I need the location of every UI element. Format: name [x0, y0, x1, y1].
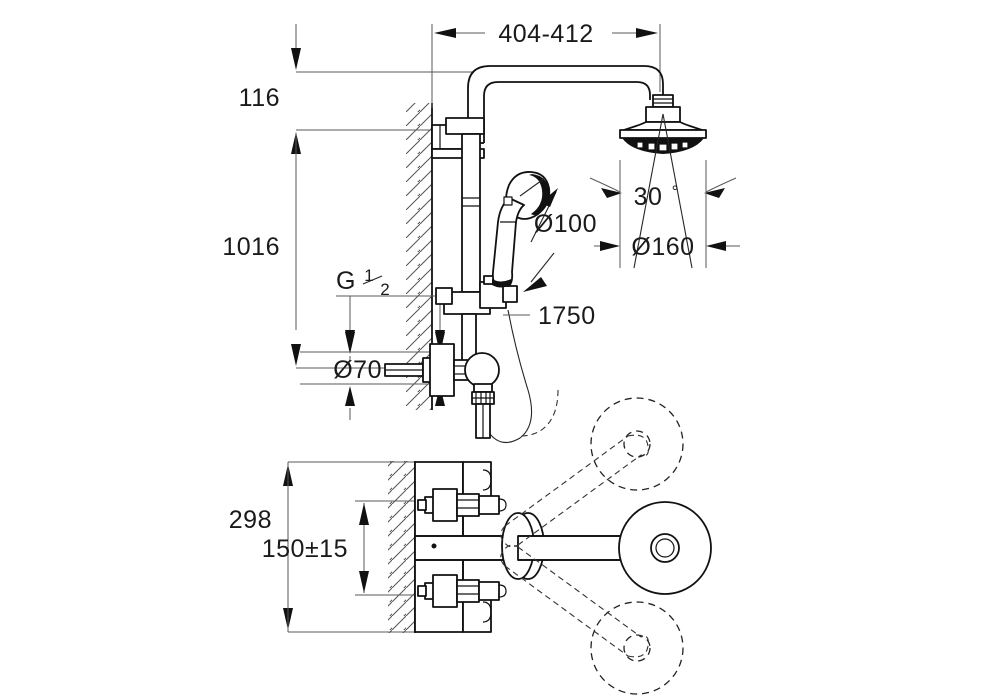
dimension-angle-30: 30 ° — [589, 177, 737, 211]
mixer-body-section — [414, 461, 510, 633]
dimension-label-g-denominator: 2 — [380, 280, 389, 299]
dimension-label-degree-symbol: ° — [672, 182, 679, 201]
dimension-label-d160: Ø160 — [631, 233, 694, 261]
swivel-handle-centre — [501, 501, 712, 595]
dimension-label-150pm15: 150±15 — [262, 535, 348, 563]
dimension-label-298: 298 — [229, 506, 272, 534]
swivel-handle-down-position — [500, 544, 684, 695]
dimension-label-116: 116 — [239, 84, 280, 112]
dimension-404-412: 404-412 — [431, 20, 661, 108]
dimension-label-1750: 1750 — [538, 302, 596, 330]
swivel-handle-up-position — [500, 397, 684, 548]
dimension-d100: Ø100 — [519, 177, 597, 292]
dimension-150-pm-15: 150±15 — [262, 500, 470, 596]
section-view: 298 150±15 — [229, 389, 712, 695]
dimension-d160: Ø160 — [594, 160, 740, 268]
dimension-label-30: 30 — [634, 183, 663, 211]
dimension-label-d70: Ø70 — [333, 356, 382, 384]
dimension-label-d100: Ø100 — [534, 210, 597, 238]
dimension-1750: 1750 — [503, 302, 596, 330]
dimension-label-1016: 1016 — [222, 233, 280, 261]
thermostatic-mixer-upper — [384, 343, 500, 439]
head-shower — [619, 94, 707, 154]
dimension-label-g-numerator: 1 — [364, 266, 373, 285]
elevation-view: 404-412 116 1016 G — [222, 20, 740, 444]
dimension-label-404-412: 404-412 — [498, 20, 593, 48]
section-upper-left-arc — [519, 389, 559, 437]
wall-section-lower — [388, 461, 416, 633]
dimension-label-g: G — [336, 267, 356, 295]
spray-cone-30-degree — [633, 113, 693, 269]
riser-rail — [435, 117, 491, 363]
hand-shower — [491, 171, 551, 288]
